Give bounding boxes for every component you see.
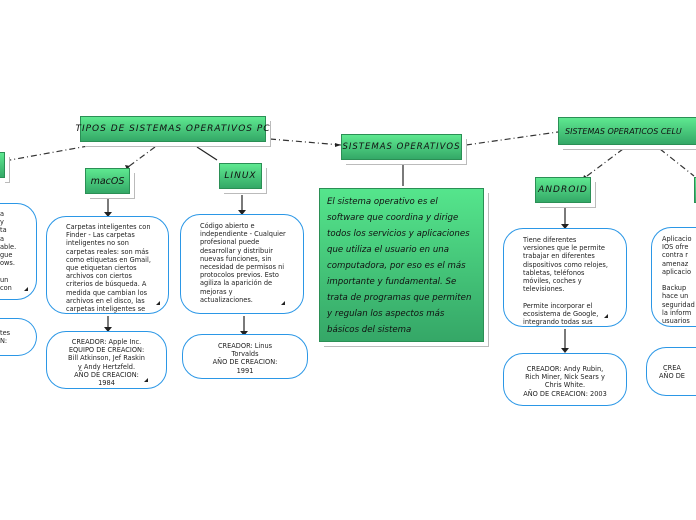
creator-text: CREA AÑO DE xyxy=(659,364,685,381)
linux-description[interactable]: Código abierto e independiente - Cualqui… xyxy=(180,214,304,314)
node-android[interactable]: ANDROID xyxy=(535,177,591,203)
expand-icon[interactable] xyxy=(281,301,285,305)
connector-mobile-android xyxy=(586,148,624,177)
windows-description[interactable]: a y ta a able. gue ows. un con xyxy=(0,203,37,300)
node-tipos-pc[interactable]: TIPOS DE SISTEMAS OPERATIVOS PC xyxy=(75,116,270,142)
macos-creator[interactable]: CREADOR: Apple Inc. EQUIPO DE CREACION: … xyxy=(46,331,167,389)
node-title: LINUX xyxy=(224,171,257,181)
node-ios-partial[interactable] xyxy=(694,177,696,203)
expand-icon[interactable] xyxy=(24,287,28,291)
connector-pc-macos xyxy=(127,146,156,168)
description-text: Código abierto e independiente - Cualqui… xyxy=(200,222,286,304)
ios-creator[interactable]: CREA AÑO DE xyxy=(646,347,696,396)
creator-text: CREADOR: Andy Rubin, Rich Miner, Nick Se… xyxy=(523,365,607,398)
node-title: ANDROID xyxy=(538,185,588,195)
connector-root-mobile xyxy=(465,131,559,146)
linux-creator[interactable]: CREADOR: Linus Torvalds AÑO DE CREACION:… xyxy=(182,334,308,379)
expand-icon[interactable] xyxy=(604,314,608,318)
macos-description[interactable]: Carpetas inteligentes con Finder - Las c… xyxy=(46,216,169,314)
node-linux[interactable]: LINUX xyxy=(219,163,262,189)
windows-creator[interactable]: tes N: xyxy=(0,318,37,356)
expand-icon[interactable] xyxy=(144,378,148,382)
node-title: TIPOS DE SISTEMAS OPERATIVOS PC xyxy=(75,124,271,134)
creator-text: CREADOR: Linus Torvalds AÑO DE CREACION:… xyxy=(212,342,278,375)
android-creator[interactable]: CREADOR: Andy Rubin, Rich Miner, Nick Se… xyxy=(503,353,627,406)
node-title: macOS xyxy=(90,175,125,187)
node-sistemas-operativos[interactable]: SISTEMAS OPERATIVOS xyxy=(341,134,462,160)
node-title: SISTEMAS OPERATIVOS xyxy=(342,142,461,152)
expand-icon[interactable] xyxy=(156,301,160,305)
connector-mobile-ios xyxy=(659,148,695,177)
node-sistemas-celulares[interactable]: SISTEMAS OPERATICOS CELU xyxy=(558,117,696,145)
node-macos[interactable]: macOS xyxy=(85,168,130,194)
description-text: El sistema operativo es el software que … xyxy=(327,197,472,335)
connector-pc-root xyxy=(269,138,342,146)
node-windows-partial[interactable] xyxy=(0,152,5,178)
node-root-description[interactable]: El sistema operativo es el software que … xyxy=(319,188,484,342)
description-text: Carpetas inteligentes con Finder - Las c… xyxy=(66,223,151,314)
node-title: SISTEMAS OPERATICOS CELU xyxy=(565,126,682,136)
creator-text: tes N: xyxy=(0,329,11,346)
creator-text: CREADOR: Apple Inc. EQUIPO DE CREACION: … xyxy=(68,338,145,388)
description-text: Aplicacio IOS ofre contra r amenaz aplic… xyxy=(662,235,695,326)
android-description[interactable]: Tiene diferentes versiones que le permit… xyxy=(503,228,627,327)
connector-pc-windows xyxy=(9,145,89,161)
description-text: a y ta a able. gue ows. un con xyxy=(0,210,17,292)
ios-description[interactable]: Aplicacio IOS ofre contra r amenaz aplic… xyxy=(651,227,696,327)
description-text: Tiene diferentes versiones que le permit… xyxy=(523,236,608,327)
